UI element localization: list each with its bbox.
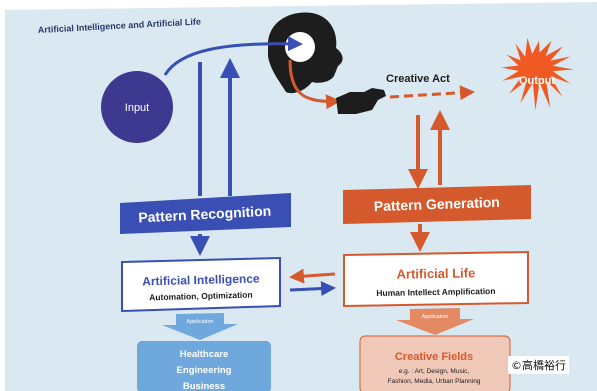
output-label: Output [519,75,555,87]
pattern-recognition-label: Pattern Recognition [138,203,272,226]
input-node [101,71,173,143]
creative-fields-title: Creative Fields [395,351,473,363]
creative-fields-line1: e.g. : Art, Design, Music, [399,368,470,375]
fields-left-box [137,341,271,391]
input-to-head-arrow [163,36,303,76]
application-label-right: Application [422,314,449,320]
head-to-hand-arrow [288,59,341,110]
artificial-intelligence-box [121,256,281,313]
hand-icon [336,88,386,114]
pattern-generation-banner [343,185,531,224]
field-healthcare: Healthcare [180,349,229,360]
al-box-subtitle: Human Intellect Amplification [376,286,495,298]
ai-box-title: Artificial Intelligence [142,271,260,288]
pattern-recognition-banner [120,193,291,234]
al-box-title: Artificial Life [396,265,475,281]
artificial-life-box [343,250,529,308]
field-engineering: Engineering [177,365,232,376]
creative-fields-line2: Fashion, Media, Urban Planning [388,378,481,385]
application-arrow-right [396,308,474,335]
creative-act-label: Creative Act [386,73,450,85]
field-business: Business [183,381,225,391]
watermark: ©高橋裕行 [508,356,569,374]
ai-to-al-arrow [289,281,336,297]
application-arrow-left [162,313,238,340]
input-label: Input [125,102,149,114]
application-label-left: Application [187,319,214,325]
output-burst [501,37,574,111]
al-to-ai-arrow [289,268,336,284]
ai-box-subtitle: Automation, Optimization [149,290,253,303]
pattern-generation-label: Pattern Generation [374,194,501,214]
